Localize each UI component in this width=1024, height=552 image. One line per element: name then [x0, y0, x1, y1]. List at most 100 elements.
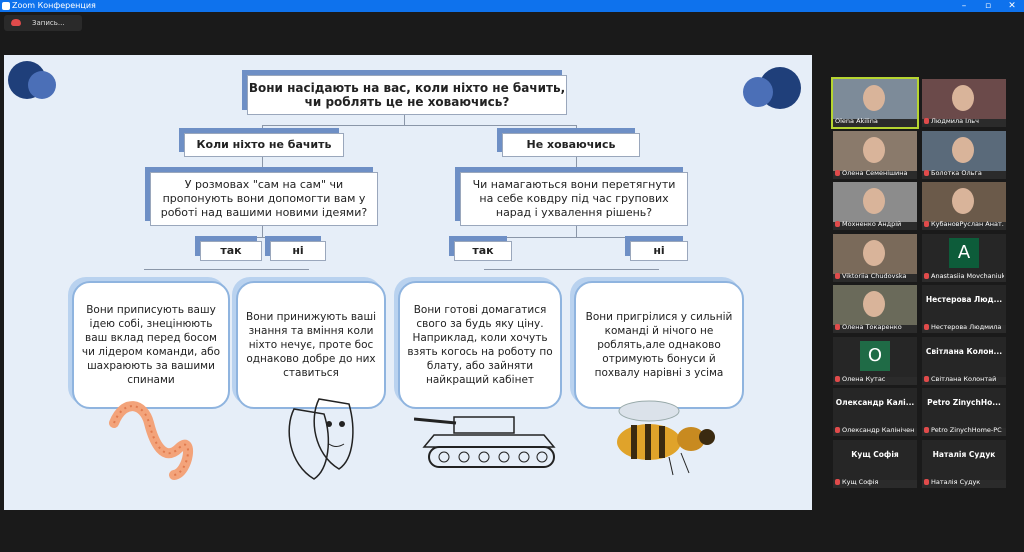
participant-face [863, 239, 885, 266]
record-label: Запись... [32, 19, 65, 27]
muted-mic-icon [835, 478, 840, 485]
participant-video: Наталія Судук [922, 439, 1006, 480]
participant-display-name: Олександр Калі... [835, 398, 915, 407]
participant-name: КубановРуслан Анат... [924, 220, 1004, 228]
muted-mic-icon [835, 427, 840, 433]
participant-tile[interactable]: Людмила Ільч [922, 79, 1006, 127]
no-label-right: ні [630, 241, 688, 261]
participant-video [833, 233, 917, 274]
muted-mic-icon [924, 478, 929, 485]
muted-mic-icon [835, 272, 840, 279]
no-label-left: ні [270, 241, 326, 261]
zoom-app-icon [2, 2, 10, 10]
participant-tile[interactable]: A Anastasiia Movchaniuk [922, 233, 1006, 282]
muted-mic-icon [835, 169, 840, 176]
participant-tile[interactable]: Petro ZinychHo... Petro ZinychHome-PC [922, 388, 1006, 436]
participant-video: A [922, 233, 1006, 274]
participant-display-name: Наталія Судук [932, 449, 996, 459]
tank-illustration [414, 416, 556, 468]
branch-right-label: Не ховаючись [502, 133, 640, 157]
participant-display-name: Світлана Колон... [925, 346, 1003, 356]
participant-tile[interactable]: Олена Токаренко [833, 285, 917, 333]
participant-video: Олександр Калі... [833, 388, 917, 428]
record-button[interactable]: Запись... [4, 15, 82, 31]
participant-face [863, 136, 885, 163]
participant-video [922, 79, 1006, 119]
participant-video: O [833, 336, 917, 377]
participant-video: Світлана Колон... [922, 336, 1006, 377]
participant-name: Світлана Колонтай [924, 375, 1004, 383]
avatar-initial: A [949, 237, 979, 268]
muted-mic-icon [924, 272, 929, 279]
muted-mic-icon [835, 375, 840, 382]
muted-mic-icon [924, 169, 929, 176]
minimize-icon[interactable]: – [961, 1, 967, 11]
participant-face [863, 188, 885, 214]
participant-face [952, 136, 974, 163]
participant-name: Petro ZinychHome-PC [924, 426, 1004, 434]
participant-face [863, 291, 885, 317]
participant-name: Наталія Судук [924, 478, 1004, 486]
participant-tile[interactable]: Світлана Колон... Світлана Колонтай [922, 336, 1006, 385]
muted-mic-icon [924, 427, 929, 433]
participant-tile[interactable]: Olena Akilina [831, 77, 919, 129]
participant-tile[interactable]: КубановРуслан Анат... [922, 182, 1006, 230]
participant-face [863, 85, 885, 111]
participant-name: Олена Токаренко [835, 323, 915, 331]
masks-illustration [288, 398, 354, 480]
answer-card-3: Вони готові домагатися свого за будь яку… [398, 281, 562, 409]
participant-tile[interactable]: O Олена Кутас [833, 336, 917, 385]
participant-video: Нестерова Люд... [922, 285, 1006, 325]
participant-name: Олена Кутас [835, 375, 915, 383]
cloud-record-icon [11, 19, 21, 26]
participant-tile[interactable]: Нестерова Люд... Нестерова Людмила [922, 285, 1006, 333]
answer-card-2: Вони принижують ваші знання та вміння ко… [236, 281, 386, 409]
muted-mic-icon [924, 221, 929, 227]
window-title: Zoom Конференция [12, 1, 96, 10]
participant-tile[interactable]: Viktoriia Chudovska [833, 233, 917, 282]
decor-circle-light [743, 77, 773, 107]
participant-tile[interactable]: Мохненко Андрій [833, 182, 917, 230]
participant-tile[interactable]: Олена Семенішина [833, 130, 917, 179]
question-left: У розмовах "сам на сам" чи пропонують во… [150, 172, 378, 226]
shared-screen-slide: Вони насідають на вас, коли ніхто не бач… [4, 55, 812, 510]
answer-card-1: Вони приписують вашу ідею собі, знецінюю… [72, 281, 230, 409]
share-bottom-bar [4, 510, 812, 520]
participant-video [922, 130, 1006, 171]
participant-name: Людмила Ільч [924, 117, 1004, 125]
participant-video [833, 130, 917, 171]
branch-left-label: Коли ніхто не бачить [184, 133, 344, 157]
participant-name: Anastasiia Movchaniuk [924, 272, 1004, 280]
participant-display-name: Нестерова Люд... [925, 295, 1003, 304]
yes-label-left: так [200, 241, 262, 261]
meeting-toolbar: Запись... [0, 12, 1024, 34]
decor-circle-light [28, 71, 56, 99]
participant-video: Кущ Софія [833, 439, 917, 480]
participant-video [833, 285, 917, 325]
question-right: Чи намагаються вони перетягнути на себе … [460, 172, 688, 226]
answer-card-4: Вони пригрілися у сильній команді й нічо… [574, 281, 744, 409]
intestine-illustration [109, 401, 194, 480]
participant-name: Олена Семенішина [835, 169, 915, 177]
participant-video [833, 182, 917, 222]
participant-name: Olena Akilina [835, 117, 878, 125]
participant-tile[interactable]: Олександр Калі...Олександр Калінічен... [833, 388, 917, 436]
yes-label-right: так [454, 241, 512, 261]
participant-name: Нестерова Людмила [924, 323, 1004, 331]
close-icon[interactable]: ✕ [1008, 1, 1016, 11]
participant-display-name: Petro ZinychHo... [927, 398, 1001, 407]
avatar-initial: O [860, 340, 890, 371]
participant-tile[interactable]: Болотка Ольга [922, 130, 1006, 179]
main-question: Вони насідають на вас, коли ніхто не бач… [247, 75, 567, 115]
participant-face [952, 188, 974, 214]
muted-mic-icon [924, 118, 929, 124]
participant-face [952, 85, 974, 111]
muted-mic-icon [835, 221, 840, 227]
participant-name: Мохненко Андрій [835, 220, 915, 228]
participant-video [833, 79, 917, 119]
participant-name: Кущ Софія [835, 478, 915, 486]
participant-video: Petro ZinychHo... [922, 388, 1006, 428]
maximize-icon[interactable]: ▫ [984, 1, 992, 11]
